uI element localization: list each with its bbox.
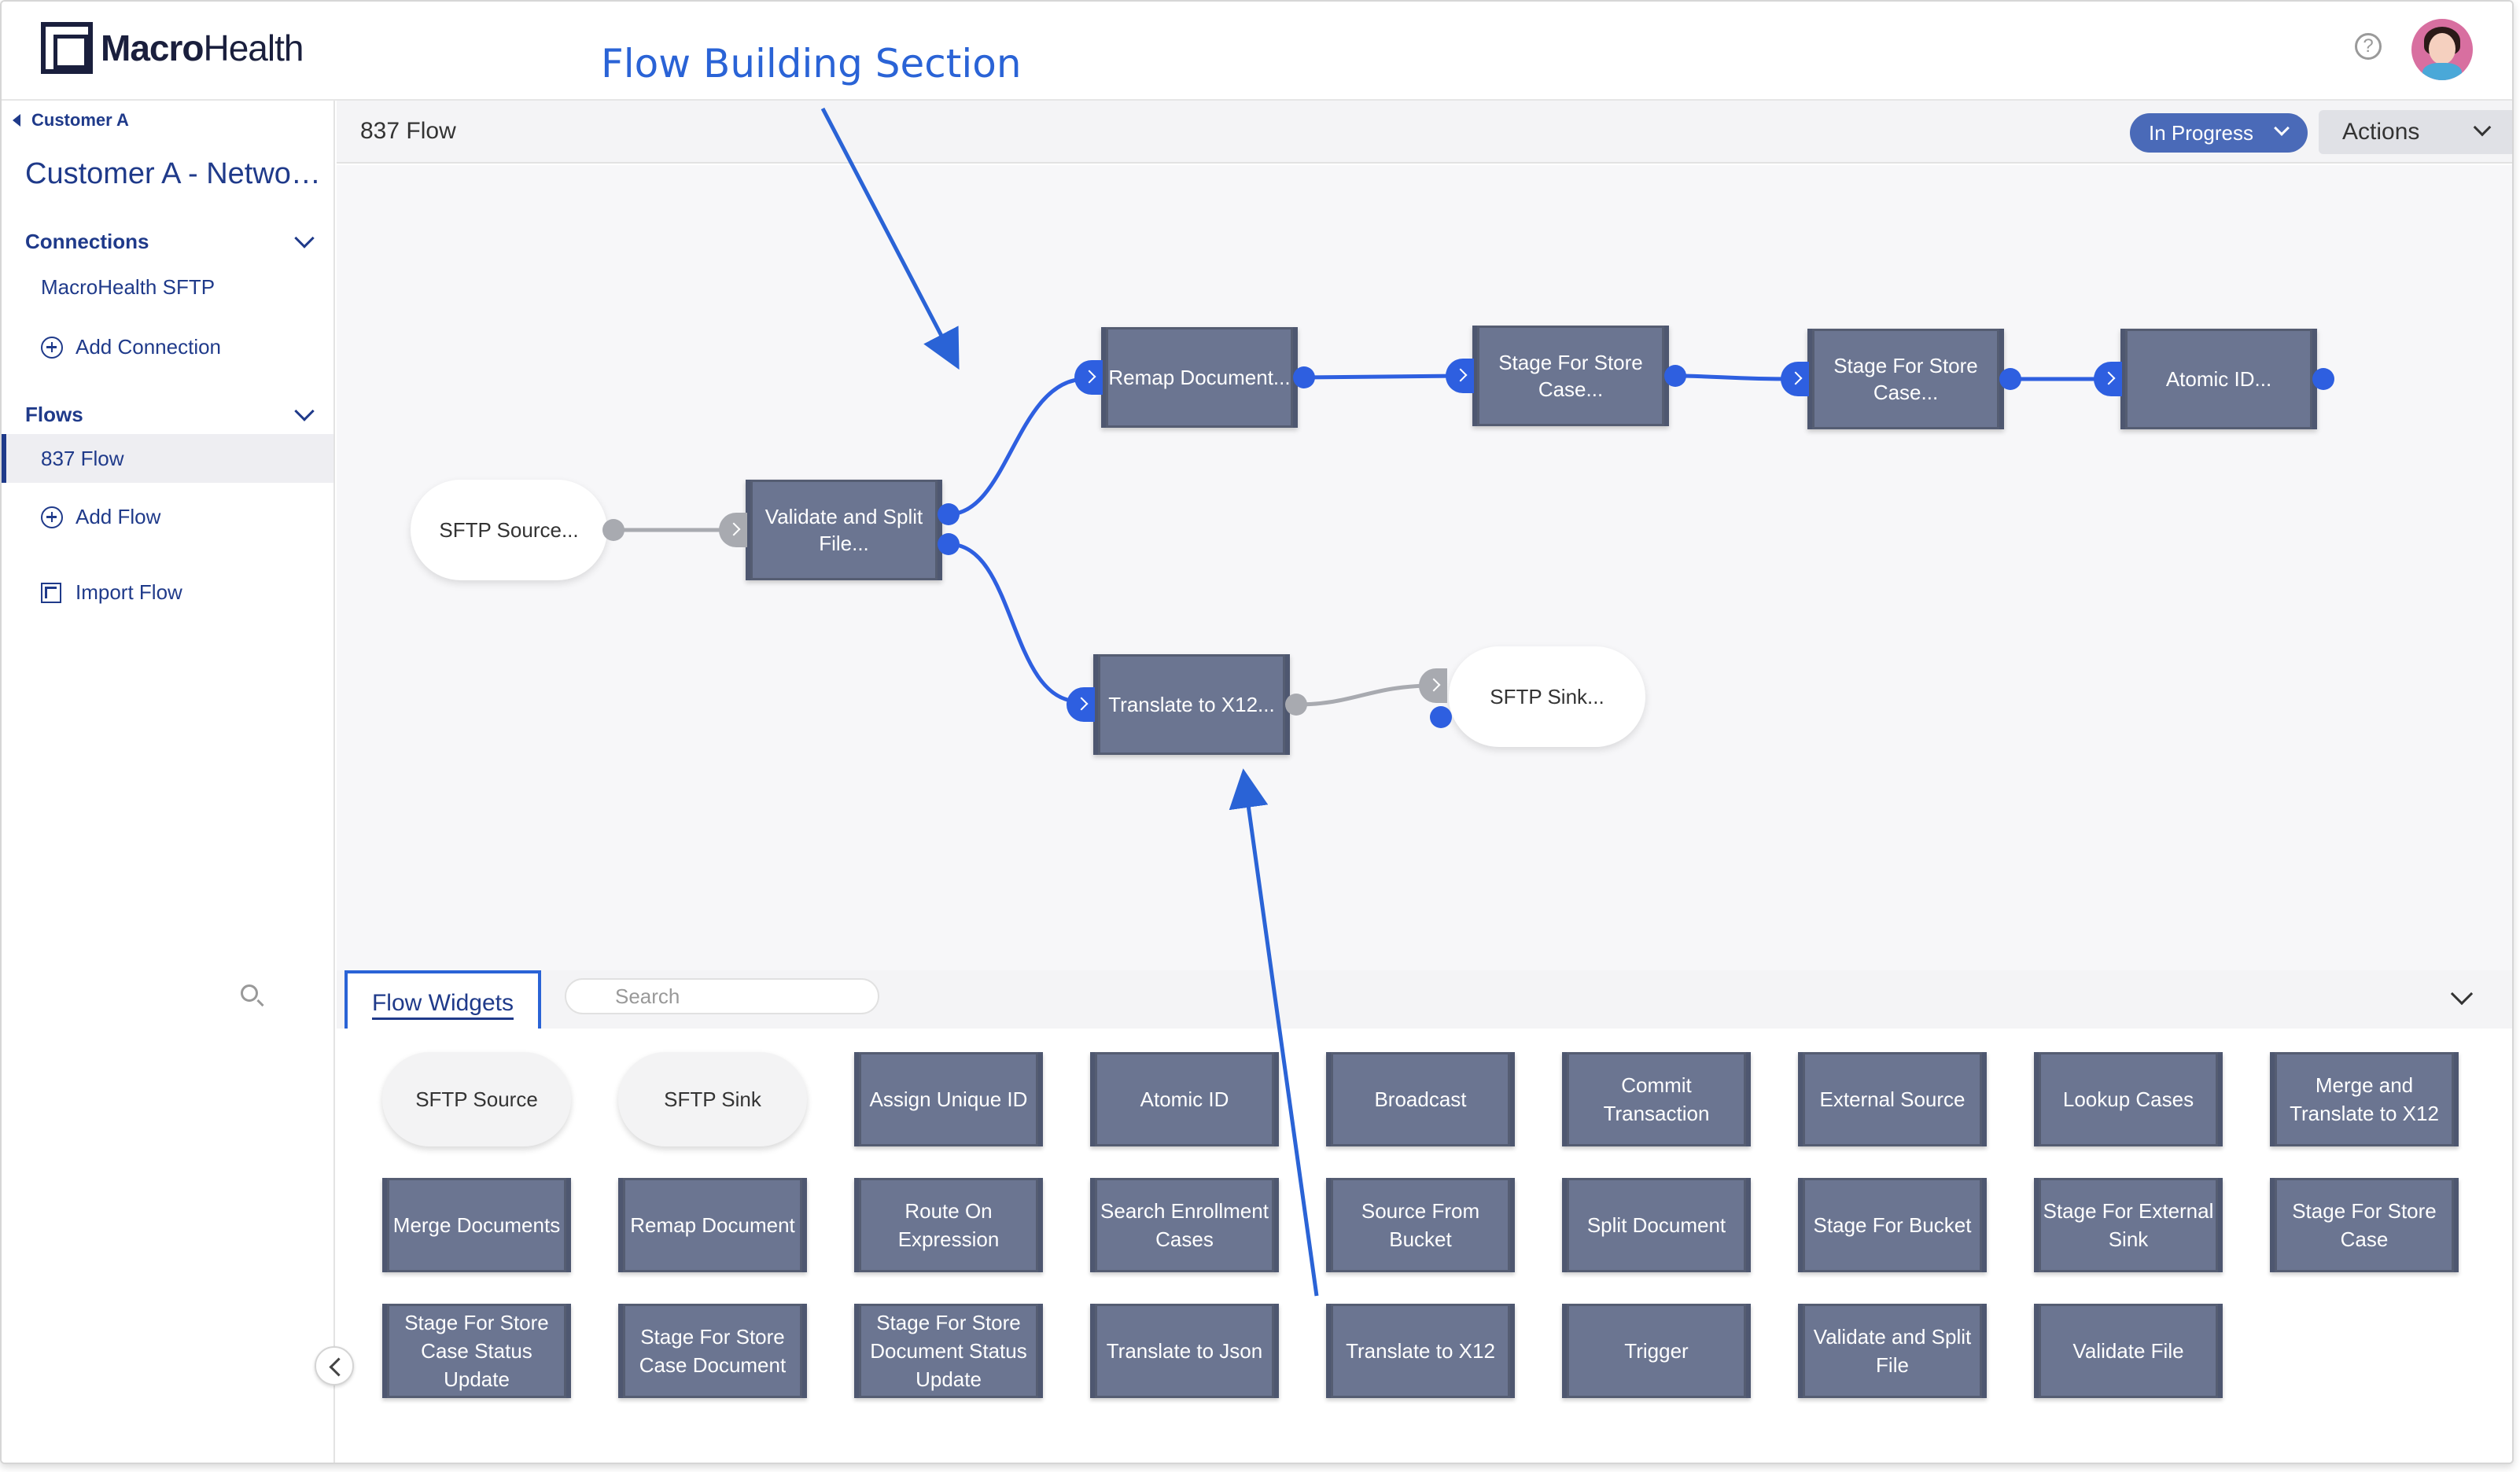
widgets-grid: SFTP Source SFTP Sink Assign Unique ID A… (337, 1029, 2512, 1463)
input-port[interactable] (2094, 362, 2122, 396)
widget-source-from-bucket[interactable]: Source From Bucket (1326, 1178, 1515, 1272)
actions-label: Actions (2342, 119, 2420, 145)
output-port[interactable] (1999, 368, 2021, 390)
input-port[interactable] (1419, 668, 1447, 703)
widget-commit-transaction[interactable]: Commit Transaction (1562, 1052, 1751, 1146)
node-sftp-source[interactable]: SFTP Source... (411, 480, 607, 580)
widget-assign-unique-id[interactable]: Assign Unique ID (854, 1052, 1043, 1146)
node-stage-for-store-case-2[interactable]: Stage For Store Case... (1807, 329, 2004, 429)
input-port[interactable] (1781, 362, 1809, 396)
top-bar: MacroHealth Flow Building Section ? (2, 2, 2512, 101)
import-icon (41, 582, 61, 603)
add-flow-button[interactable]: Add Flow (41, 505, 160, 529)
widget-search-enrollment-cases[interactable]: Search Enrollment Cases (1090, 1178, 1279, 1272)
chevron-down-icon (2473, 118, 2492, 137)
sidebar-item-837-flow[interactable]: 837 Flow (2, 434, 333, 483)
widget-sftp-source[interactable]: SFTP Source (382, 1052, 571, 1146)
status-label: In Progress (2149, 121, 2253, 145)
add-flow-label: Add Flow (76, 505, 161, 528)
output-port[interactable] (938, 503, 960, 525)
output-port[interactable] (1285, 694, 1307, 716)
widget-merge-and-translate-to-x12[interactable]: Merge and Translate to X12 (2270, 1052, 2459, 1146)
actions-dropdown[interactable]: Actions (2319, 110, 2512, 154)
widget-stage-for-external-sink[interactable]: Stage For External Sink (2034, 1178, 2223, 1272)
flow-canvas[interactable] (337, 165, 2512, 970)
widgets-toolbar: Flow Widgets Search (241, 970, 2512, 1036)
breadcrumb-back[interactable]: Customer A (13, 110, 129, 131)
flow-header: 837 Flow In Progress Actions (337, 101, 2512, 164)
widget-translate-to-json[interactable]: Translate to Json (1090, 1304, 1279, 1398)
node-atomic-id[interactable]: Atomic ID... (2120, 329, 2317, 429)
widget-stage-for-store-document-status-update[interactable]: Stage For Store Document Status Update (854, 1304, 1043, 1398)
input-port[interactable] (1067, 687, 1095, 722)
widget-external-source[interactable]: External Source (1798, 1052, 1987, 1146)
input-port[interactable] (719, 513, 747, 547)
widget-translate-to-x12[interactable]: Translate to X12 (1326, 1304, 1515, 1398)
connections-section-header[interactable]: Connections (25, 230, 149, 253)
node-sftp-sink[interactable]: SFTP Sink... (1449, 646, 1645, 747)
search-icon (241, 984, 258, 1002)
brand-name-light: Health (203, 28, 304, 68)
flows-chevron-down-icon[interactable] (294, 401, 315, 421)
node-translate-to-x12[interactable]: Translate to X12... (1093, 654, 1290, 755)
help-icon[interactable]: ? (2355, 33, 2382, 60)
output-port[interactable] (1430, 706, 1452, 728)
tab-flow-widgets[interactable]: Flow Widgets (344, 970, 541, 1036)
widget-stage-for-bucket[interactable]: Stage For Bucket (1798, 1178, 1987, 1272)
node-validate-and-split-file[interactable]: Validate and Split File... (746, 480, 942, 580)
breadcrumb-label: Customer A (31, 110, 129, 130)
plus-circle-icon (41, 506, 63, 528)
import-flow-label: Import Flow (76, 580, 182, 604)
collapse-panel-chevron-icon[interactable] (2450, 982, 2474, 1006)
add-connection-label: Add Connection (76, 335, 222, 359)
import-flow-button[interactable]: Import Flow (41, 580, 182, 605)
output-port[interactable] (938, 533, 960, 555)
widget-atomic-id[interactable]: Atomic ID (1090, 1052, 1279, 1146)
widget-sftp-sink[interactable]: SFTP Sink (618, 1052, 807, 1146)
logo-mark-icon (41, 22, 93, 74)
flows-section-header[interactable]: Flows (25, 403, 83, 426)
sidebar: Customer A Customer A - Netwo… Connectio… (2, 101, 335, 1463)
input-port[interactable] (1074, 360, 1103, 395)
output-port[interactable] (1293, 366, 1315, 388)
project-title: Customer A - Netwo… (25, 157, 321, 190)
macrohealth-logo[interactable]: MacroHealth (41, 22, 304, 74)
caret-left-icon (13, 114, 20, 127)
status-dropdown[interactable]: In Progress (2130, 113, 2308, 153)
widget-lookup-cases[interactable]: Lookup Cases (2034, 1052, 2223, 1146)
node-stage-for-store-case-1[interactable]: Stage For Store Case... (1472, 326, 1669, 426)
widget-merge-documents[interactable]: Merge Documents (382, 1178, 571, 1272)
output-port[interactable] (1664, 365, 1686, 387)
plus-circle-icon (41, 336, 63, 359)
chevron-down-icon (2274, 120, 2290, 136)
widget-stage-for-store-case-document[interactable]: Stage For Store Case Document (618, 1304, 807, 1398)
sidebar-item-macrohealth-sftp[interactable]: MacroHealth SFTP (41, 275, 216, 299)
connections-chevron-down-icon[interactable] (294, 228, 315, 248)
widget-remap-document[interactable]: Remap Document (618, 1178, 807, 1272)
flow-title: 837 Flow (360, 118, 456, 144)
collapse-sidebar-button[interactable] (315, 1346, 354, 1386)
widget-validate-and-split-file[interactable]: Validate and Split File (1798, 1304, 1987, 1398)
annotation-flow-building-section: Flow Building Section (601, 41, 1022, 86)
widget-validate-file[interactable]: Validate File (2034, 1304, 2223, 1398)
output-port[interactable] (2312, 368, 2334, 390)
widget-trigger[interactable]: Trigger (1562, 1304, 1751, 1398)
input-port[interactable] (1446, 359, 1474, 393)
node-remap-document[interactable]: Remap Document... (1101, 327, 1298, 428)
output-port[interactable] (602, 519, 624, 541)
add-connection-button[interactable]: Add Connection (41, 335, 221, 359)
widget-stage-for-store-case[interactable]: Stage For Store Case (2270, 1178, 2459, 1272)
widget-search-input[interactable]: Search (565, 978, 879, 1014)
widget-stage-for-store-case-status-update[interactable]: Stage For Store Case Status Update (382, 1304, 571, 1398)
widget-broadcast[interactable]: Broadcast (1326, 1052, 1515, 1146)
widget-split-document[interactable]: Split Document (1562, 1178, 1751, 1272)
brand-name-bold: Macro (101, 28, 204, 68)
user-avatar[interactable] (2411, 19, 2473, 80)
widget-route-on-expression[interactable]: Route On Expression (854, 1178, 1043, 1272)
